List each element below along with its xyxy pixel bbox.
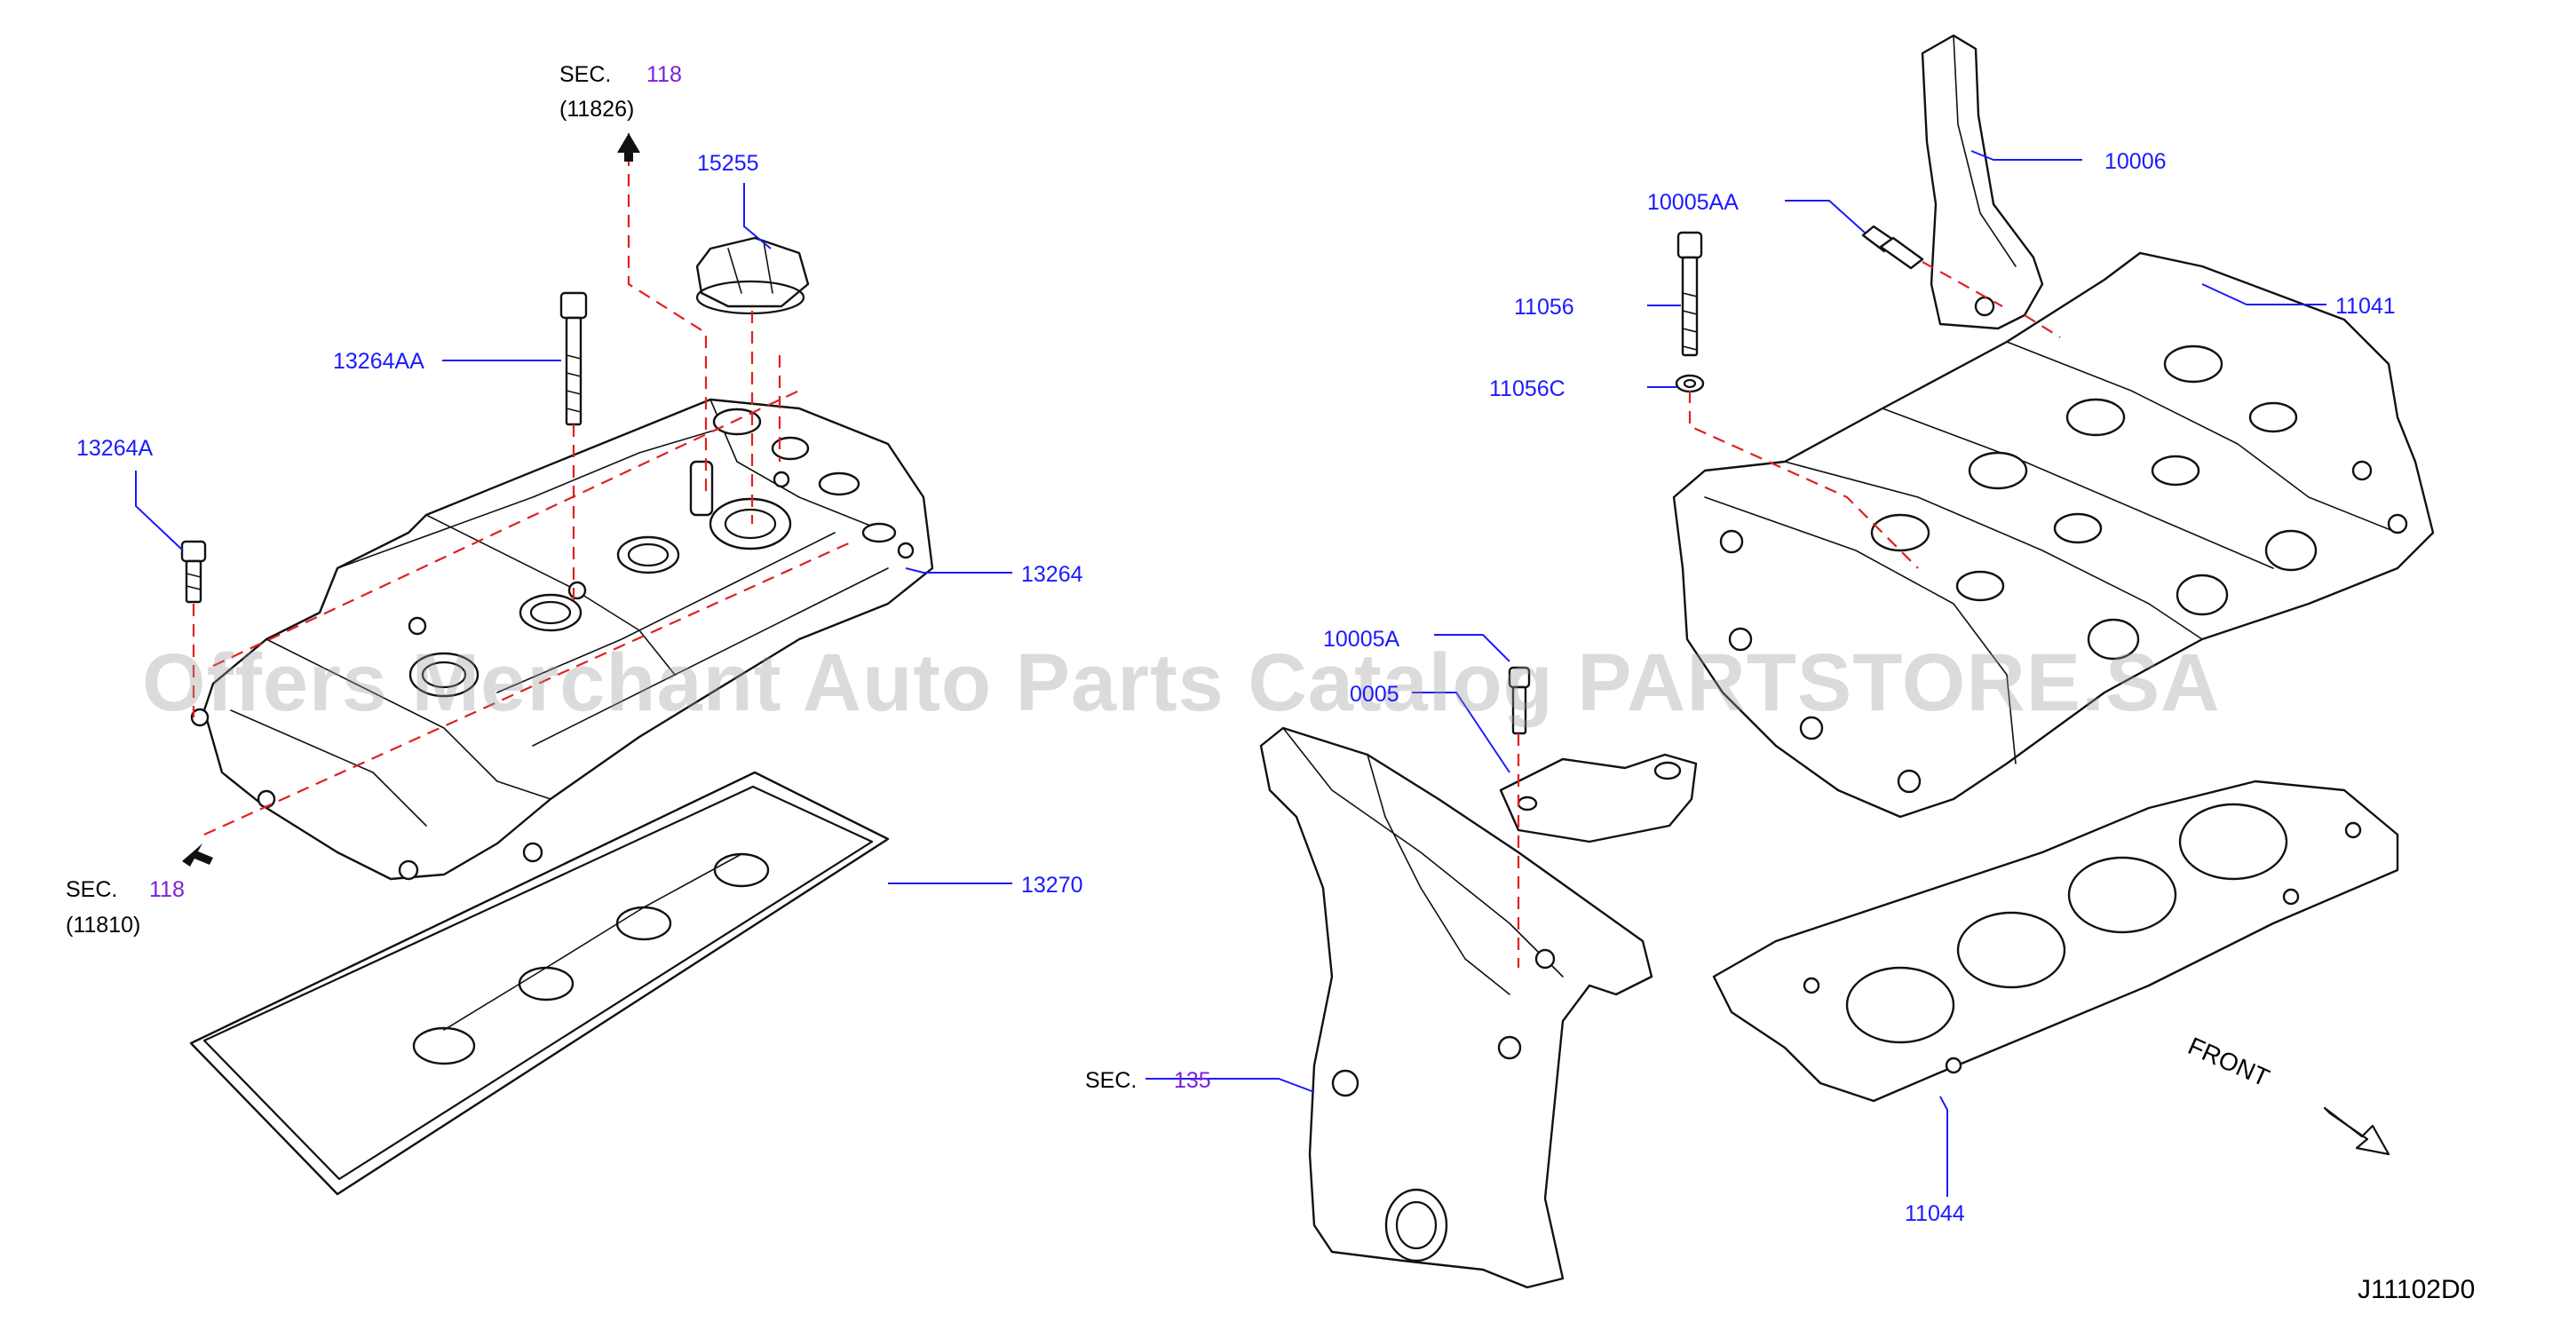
part-label-13264[interactable]: 13264	[1021, 562, 1083, 587]
part-label-13264A[interactable]: 13264A	[76, 436, 154, 461]
section-ref-sec118-top[interactable]: SEC. 118 (11826)	[559, 62, 682, 122]
rocker-cover-drawing	[190, 398, 934, 881]
section-ref-number[interactable]: 135	[1174, 1068, 1211, 1093]
section-ref-sec118-bottom[interactable]: SEC. 118 (11810)	[66, 877, 185, 938]
part-label-11041[interactable]: 11041	[2335, 294, 2396, 319]
sec-118-down-arrow	[182, 843, 213, 867]
part-label-11056[interactable]: 11056	[1514, 295, 1574, 320]
section-ref-number[interactable]: 118	[646, 62, 682, 87]
bolt-13264AA-drawing	[559, 291, 588, 426]
section-ref-prefix: SEC.	[66, 877, 117, 902]
part-label-10005A[interactable]: 10005A	[1323, 627, 1400, 652]
part-label-11044[interactable]: 11044	[1905, 1201, 1965, 1226]
washer-11056C-drawing	[1675, 374, 1705, 393]
section-ref-sec135[interactable]: SEC. 135	[1085, 1068, 1211, 1093]
front-arrow-icon	[2323, 1106, 2390, 1156]
section-ref-sub: (11826)	[559, 97, 634, 122]
part-label-0005[interactable]: 0005	[1350, 682, 1399, 707]
cylinder-head-gasket-drawing	[1712, 780, 2399, 1103]
bracket-0005-drawing	[1499, 753, 1698, 843]
front-label: FRONT	[2184, 1032, 2274, 1092]
part-label-15255[interactable]: 15255	[697, 151, 759, 176]
assembly-lines	[192, 133, 2061, 968]
section-ref-prefix: SEC.	[1085, 1068, 1137, 1093]
bolt-13264A-drawing	[180, 540, 207, 604]
bolt-11056-drawing	[1676, 231, 1703, 357]
leader-lines	[135, 150, 2326, 1197]
engine-slinger-drawing	[1921, 34, 2044, 330]
part-label-10005AA[interactable]: 10005AA	[1647, 190, 1739, 215]
part-label-13270[interactable]: 13270	[1021, 873, 1083, 898]
sec-118-up-arrow	[617, 133, 640, 162]
section-ref-sub: (11810)	[66, 913, 140, 938]
cylinder-head-drawing	[1672, 251, 2435, 819]
timing-chain-case-drawing	[1259, 726, 1653, 1289]
watermark-text: Offers Merchant Auto Parts Catalog PARTS…	[142, 637, 2221, 728]
diagram-id: J11102D0	[2358, 1275, 2475, 1304]
part-label-13264AA[interactable]: 13264AA	[333, 349, 424, 374]
bolt-10005AA-drawing	[1861, 225, 1924, 270]
rocker-cover-gasket-drawing	[189, 771, 890, 1196]
part-label-10006[interactable]: 10006	[2104, 149, 2167, 174]
section-ref-prefix: SEC.	[559, 62, 611, 87]
part-label-11056C[interactable]: 11056C	[1489, 376, 1565, 401]
section-ref-number[interactable]: 118	[149, 877, 185, 902]
oil-filler-cap-drawing	[695, 236, 810, 315]
